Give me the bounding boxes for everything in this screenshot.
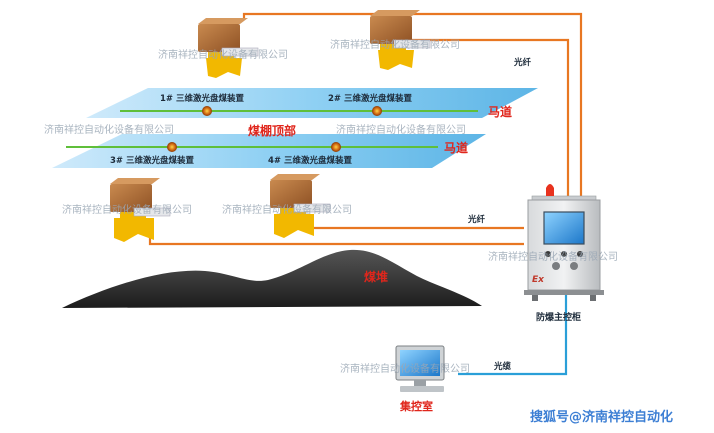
control-room-computer (395, 345, 445, 392)
roof-band-front (52, 134, 486, 168)
scanner-point-3 (167, 142, 177, 152)
cabinet-knob-1 (552, 262, 560, 270)
labels: 1# 三维激光盘煤装置 2# 三维激光盘煤装置 3# 三维激光盘煤装置 4# 三… (110, 57, 581, 413)
keyboard (400, 386, 444, 392)
monitor-screen (400, 350, 440, 376)
laser-device-mid-left (110, 178, 171, 242)
laser-device-top-left (198, 18, 259, 78)
laser-device-mid-right (270, 174, 331, 238)
fiber-label-mid: 光纤 (467, 214, 486, 225)
fiber-line-top-inner (408, 38, 570, 196)
alarm-light-icon (546, 184, 554, 196)
cabinet-button-1 (545, 251, 551, 257)
scanner-point-1 (202, 106, 212, 116)
roof-band-back (86, 88, 538, 118)
coal-pile (62, 249, 482, 308)
fiber-line-mid-outer (148, 238, 524, 246)
cabinet-label: 防爆主控柜 (536, 311, 581, 323)
walkway-label-back: 马道 (488, 104, 512, 119)
footer-watermark: 搜狐号@济南祥控自动化 (530, 409, 673, 425)
laser-device-top-right (370, 10, 431, 70)
scanner-point-2 (372, 106, 382, 116)
walkway-label-front: 马道 (444, 140, 468, 155)
watermark-5: 济南祥控自动化设备有限公司 (62, 203, 192, 216)
watermark-3: 济南祥控自动化设备有限公司 (44, 123, 174, 136)
cabinet-button-3 (577, 251, 583, 257)
watermarks: 济南祥控自动化设备有限公司 济南祥控自动化设备有限公司 济南祥控自动化设备有限公… (44, 38, 618, 375)
cabinet-button-2 (561, 251, 567, 257)
watermark-1: 济南祥控自动化设备有限公司 (158, 48, 288, 61)
fiber-label-top: 光纤 (513, 57, 532, 68)
cabinet-foot-left (532, 295, 538, 301)
watermark-6: 济南祥控自动化设备有限公司 (222, 203, 352, 216)
watermark-4: 济南祥控自动化设备有限公司 (336, 123, 466, 136)
watermark-7: 济南祥控自动化设备有限公司 (488, 250, 618, 263)
watermark-8: 济南祥控自动化设备有限公司 (340, 362, 470, 375)
roof-label: 煤棚顶部 (248, 123, 296, 138)
shed-roof (52, 88, 538, 168)
control-room-label: 集控室 (399, 399, 433, 413)
explosion-proof-cabinet: Ex (524, 184, 604, 301)
device-label-3: 3# 三维激光盘煤装置 (110, 155, 194, 166)
coal-pile-label: 煤堆 (364, 269, 388, 284)
device-label-4: 4# 三维激光盘煤装置 (268, 155, 352, 166)
cabinet-foot-right (590, 295, 596, 301)
device-label-2: 2# 三维激光盘煤装置 (328, 93, 412, 104)
watermark-2: 济南祥控自动化设备有限公司 (330, 38, 460, 51)
fiber-line-mid-inner (298, 218, 524, 230)
cable-label: 光缆 (493, 361, 512, 372)
cabinet-screen (543, 211, 585, 245)
device-label-1: 1# 三维激光盘煤装置 (160, 93, 244, 104)
cabinet-knob-2 (570, 262, 578, 270)
cabinet-base (524, 290, 604, 295)
scanner-point-4 (331, 142, 341, 152)
ex-mark: Ex (532, 275, 545, 285)
monitor-stand (414, 380, 426, 386)
cable-line (458, 287, 568, 376)
